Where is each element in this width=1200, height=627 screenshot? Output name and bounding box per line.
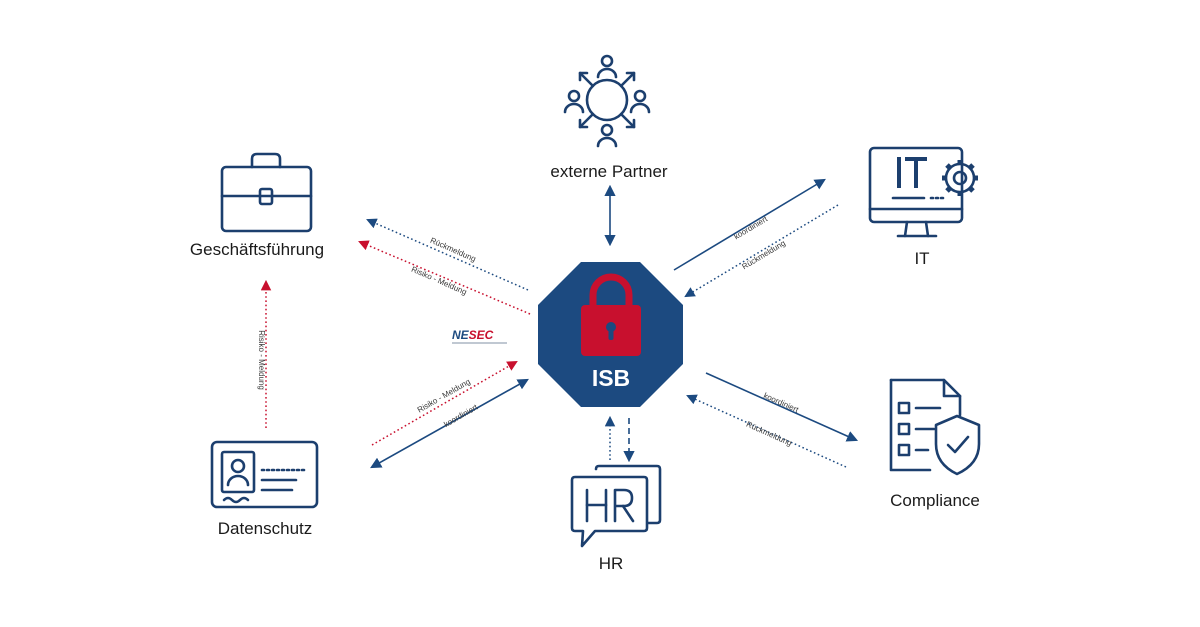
label-externe-partner: externe Partner [550,162,668,181]
isb-label: ISB [592,365,630,391]
edge-label-it-koordiniert: koordiniert [732,214,769,241]
it-monitor-icon [868,146,978,238]
label-datenschutz: Datenschutz [218,519,313,538]
node-hr: HR [570,464,662,573]
node-datenschutz: Datenschutz [210,440,319,538]
hr-speech-bubbles-icon [570,464,662,548]
edge-isb-it-koordiniert [673,178,826,271]
label-it: IT [914,249,929,268]
edge-isb-gf-risiko [358,240,531,315]
node-externe-partner: externe Partner [550,54,668,181]
isb-node: ISB [538,262,683,407]
label-compliance: Compliance [890,491,980,510]
briefcase-icon [220,152,313,233]
id-card-icon [210,440,319,509]
edge-label-comp-koordiniert: koordiniert [762,391,800,415]
edge-label-comp-rueckmeldung: Rückmeldung [745,420,793,448]
edge-compliance-isb-rueckmeldung [686,394,847,468]
lock-icon [581,273,641,356]
nesec-logo: NESEC [452,328,507,344]
edge-label-it-rueckmeldung: Rückmeldung [740,238,787,271]
edge-ds-isb-risiko [371,360,518,446]
svg-text:NESEC: NESEC [452,328,494,342]
edge-label-ds-gf-risiko: Risiko - Meldung [257,330,266,390]
edge-label-gf-rueckmeldung: Rückmeldung [429,236,477,264]
edge-it-isb-rueckmeldung [684,204,839,298]
edge-isb-ds-koordiniert [370,378,529,469]
node-compliance: Compliance [889,378,981,510]
node-it: IT [868,146,978,268]
it-letters-glyph [897,157,927,188]
label-hr: HR [599,554,624,573]
node-geschaeftsfuehrung: Geschäftsführung [190,152,324,259]
edge-label-gf-risiko: Risiko - Meldung [410,265,468,297]
edge-isb-compliance-koordiniert [705,372,859,442]
edge-label-ds-koordiniert: koordiniert [442,402,480,429]
hr-letters-glyph [585,488,635,523]
network-people-icon [563,54,651,148]
checklist-shield-icon [889,378,981,476]
label-geschaeftsfuehrung: Geschäftsführung [190,240,324,259]
